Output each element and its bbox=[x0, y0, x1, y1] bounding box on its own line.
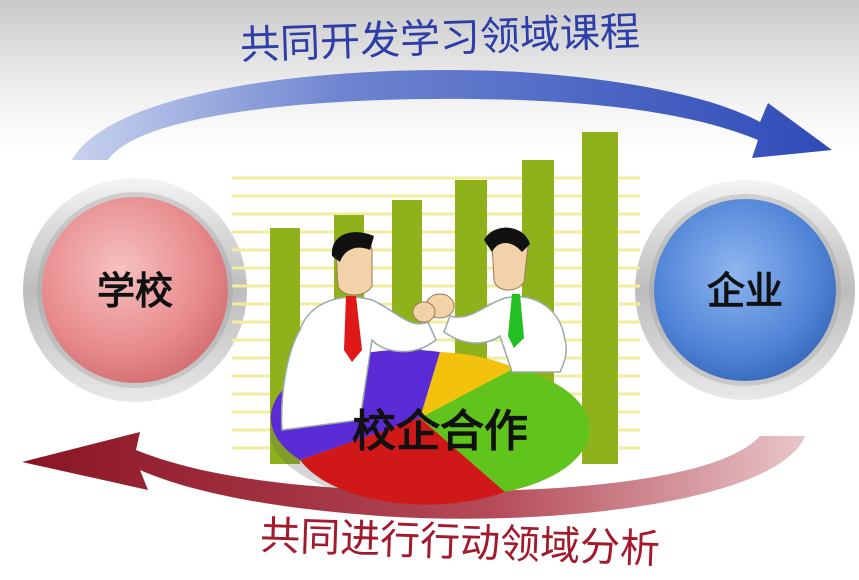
center-label: 校企合作 bbox=[352, 406, 528, 457]
left-businessman bbox=[280, 232, 437, 431]
cooperation-illustration: 校企合作 bbox=[232, 132, 640, 505]
right-businessman bbox=[443, 227, 568, 373]
left-man-tie bbox=[344, 296, 362, 362]
right-man-body bbox=[443, 295, 568, 373]
school-circle bbox=[42, 197, 228, 383]
right-man-tie bbox=[508, 294, 524, 348]
pie-slice-red bbox=[300, 418, 505, 505]
enterprise-node: 企业 bbox=[635, 180, 855, 400]
enterprise-circle bbox=[654, 199, 836, 381]
school-node: 学校 bbox=[23, 178, 247, 402]
pie-slice-green bbox=[420, 368, 590, 492]
top-flow-arrow bbox=[72, 70, 832, 160]
right-man-hair bbox=[484, 227, 530, 252]
top-arrow-body bbox=[72, 70, 832, 160]
bottom-arrow-body bbox=[22, 432, 805, 519]
school-label: 学校 bbox=[97, 269, 173, 313]
handshake bbox=[412, 293, 455, 323]
top-flow-label: 共同开发学习领域课程 bbox=[239, 9, 640, 69]
pie-slice-yellow bbox=[420, 352, 515, 418]
left-man-hair bbox=[331, 232, 374, 262]
growth-bar bbox=[582, 132, 618, 464]
enterprise-label: 企业 bbox=[707, 269, 783, 313]
bottom-flow-arrow bbox=[22, 432, 805, 519]
bottom-flow-label: 共同进行行动领域分析 bbox=[259, 513, 660, 573]
